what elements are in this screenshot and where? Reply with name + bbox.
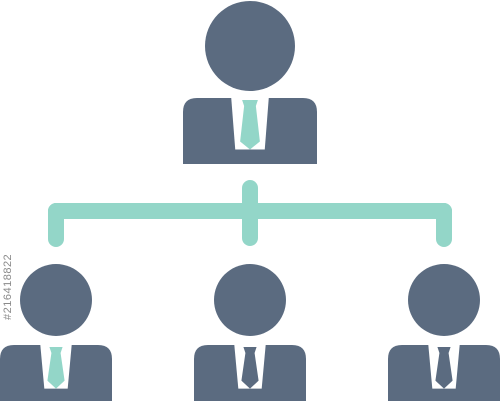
stock-id-watermark: #216418822: [2, 253, 14, 320]
connector-bar: [48, 203, 452, 219]
person-root: [183, 1, 317, 164]
tie-icon: [435, 347, 453, 389]
head-icon: [20, 264, 92, 336]
tie-icon: [240, 100, 260, 150]
head-icon: [214, 264, 286, 336]
person-child-3: [388, 264, 500, 401]
tie-icon: [47, 347, 65, 389]
head-icon: [408, 264, 480, 336]
org-chart-connectors: [48, 180, 452, 247]
person-child-1: [0, 264, 112, 401]
tie-icon: [241, 347, 259, 389]
connector-right-drop: [436, 203, 452, 247]
connector-left-drop: [48, 203, 64, 247]
head-icon: [205, 1, 295, 91]
person-child-2: [194, 264, 306, 401]
